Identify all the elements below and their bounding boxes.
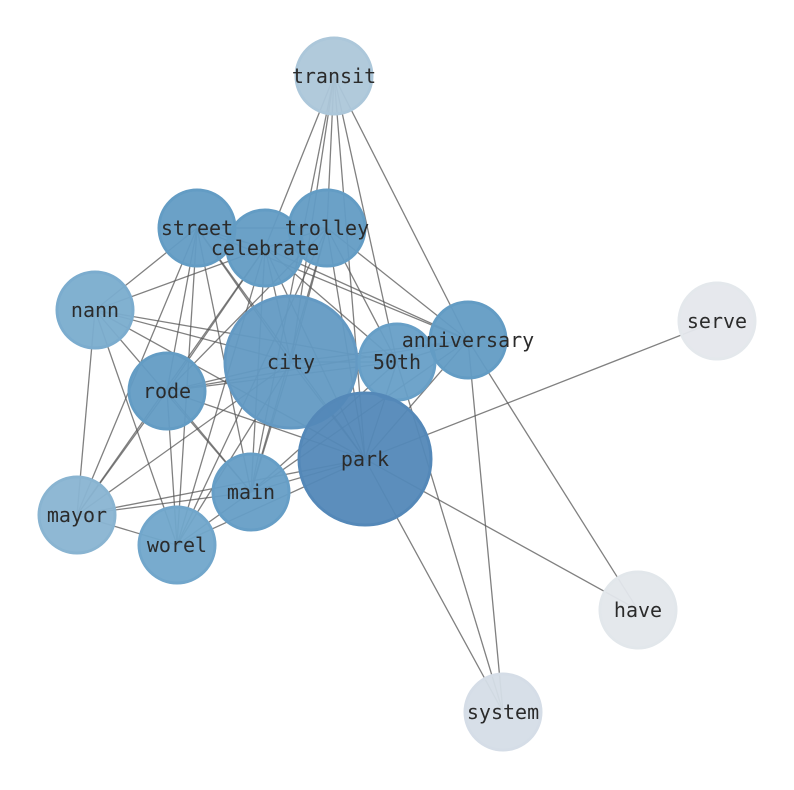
node-label: rode xyxy=(143,379,191,403)
node-label: transit xyxy=(292,64,376,88)
node-park[interactable] xyxy=(297,391,433,527)
node-label: city xyxy=(267,350,315,374)
nodes-layer xyxy=(37,36,757,752)
node-label: main xyxy=(227,480,275,504)
node-trolley[interactable] xyxy=(287,188,367,268)
node-label: park xyxy=(341,447,389,471)
edge-transit-50th xyxy=(333,75,398,363)
node-nann[interactable] xyxy=(55,270,135,350)
node-anniversary[interactable] xyxy=(428,300,508,380)
node-label: worel xyxy=(147,533,207,557)
node-label: serve xyxy=(687,309,747,333)
node-mayor[interactable] xyxy=(37,475,117,555)
node-label: have xyxy=(614,598,662,622)
node-label: nann xyxy=(71,298,119,322)
node-label: trolley xyxy=(285,216,369,240)
node-have[interactable] xyxy=(598,570,678,650)
edge-anniversary-have xyxy=(467,339,639,611)
node-serve[interactable] xyxy=(677,281,757,361)
edge-celebrate-worel xyxy=(176,247,266,546)
edge-transit-anniversary xyxy=(333,75,469,341)
node-city[interactable] xyxy=(223,294,359,430)
node-label: street xyxy=(161,216,233,240)
node-label: system xyxy=(467,700,539,724)
node-rode[interactable] xyxy=(127,351,207,431)
node-label: mayor xyxy=(47,503,107,527)
node-label: 50th xyxy=(373,350,421,374)
edge-nann-worel xyxy=(94,309,178,546)
node-main[interactable] xyxy=(211,452,291,532)
node-label: celebrate xyxy=(211,236,319,260)
node-worel[interactable] xyxy=(137,505,217,585)
node-transit[interactable] xyxy=(294,36,374,116)
node-system[interactable] xyxy=(463,672,543,752)
node-label: anniversary xyxy=(402,328,534,352)
